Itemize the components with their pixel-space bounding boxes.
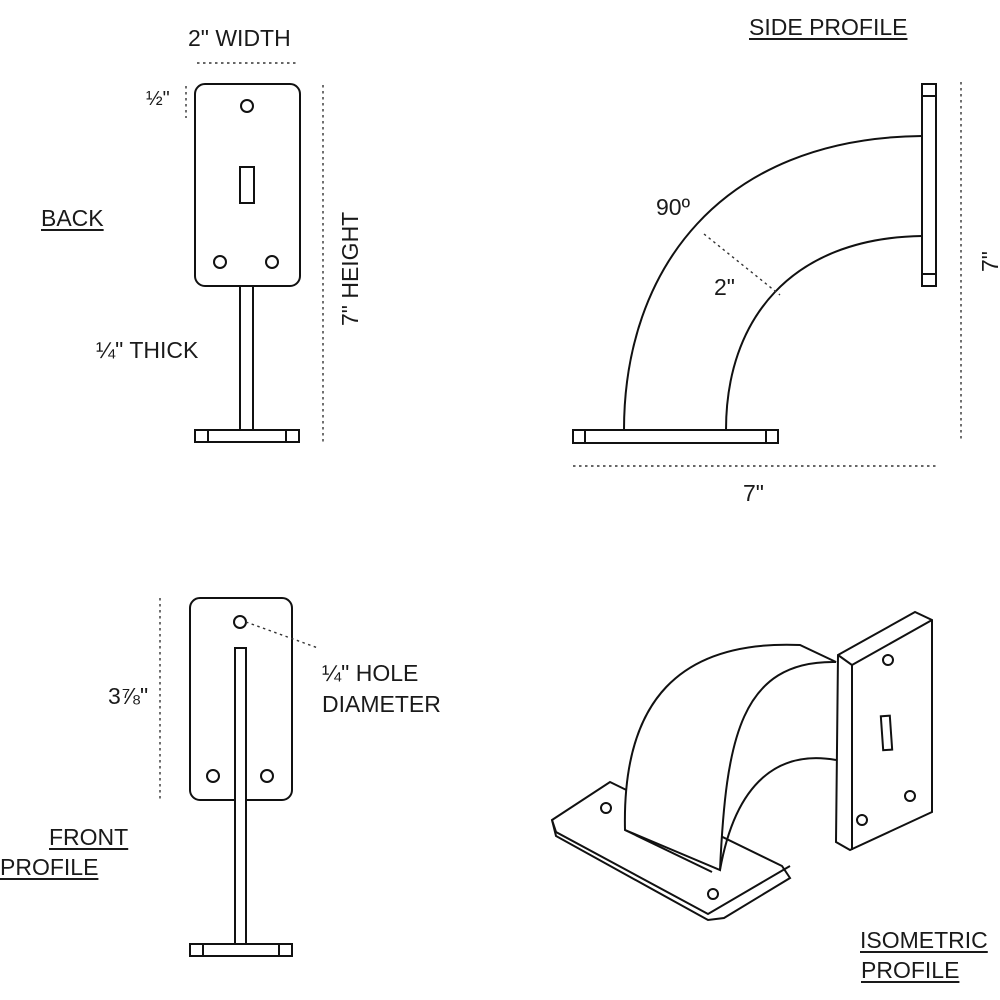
back-plate (194, 83, 301, 287)
side-wall-plate (921, 83, 937, 287)
side-view (572, 82, 962, 467)
iso-arm-bottom-edge (624, 829, 713, 873)
back-view (185, 62, 324, 443)
front-view-title-line2: PROFILE (0, 854, 99, 880)
arm-inner-curve (725, 235, 923, 431)
hole-right (265, 255, 279, 269)
hole-label-line2: DIAMETER (322, 691, 441, 717)
front-hole-left (206, 769, 220, 783)
back-view-title: BACK (41, 205, 104, 231)
iso-view-title-line2: PROFILE (861, 957, 960, 983)
iso-arm (623, 643, 837, 872)
iso-arm-inner-edge (719, 757, 837, 871)
iso-wall-hole-right (904, 790, 916, 802)
side-view-title: SIDE PROFILE (749, 14, 908, 40)
iso-view-title-line1: ISOMETRIC (860, 927, 988, 953)
width-label: 2" WIDTH (188, 25, 291, 51)
iso-base-plate-top-edge (551, 819, 791, 916)
front-view (159, 597, 319, 957)
hole-left (213, 255, 227, 269)
arm-outer-curve (623, 135, 923, 431)
iso-base-hole-2 (707, 888, 719, 900)
front-base-plate (189, 943, 293, 957)
hole-leader-line (245, 621, 319, 649)
base-plate (194, 429, 300, 443)
center-slot (239, 166, 255, 204)
front-stem (234, 647, 247, 945)
iso-wall-plate-top-edge (851, 619, 933, 666)
front-dim-label: 3⅞" (108, 683, 149, 709)
front-view-title-line1: FRONT (49, 824, 129, 850)
side-base-plate (572, 429, 779, 444)
band-dim-line (703, 233, 781, 296)
iso-wall-slot (879, 714, 894, 752)
band-width-label: 2" (714, 274, 735, 300)
iso-base-hole-1 (600, 802, 612, 814)
angle-label: 90º (656, 194, 690, 220)
isometric-view (550, 610, 933, 922)
side-height-label: 7" (977, 251, 1000, 272)
iso-wall-hole-top (882, 654, 894, 666)
bracket-stem (239, 285, 254, 431)
half-inch-label: ½" (146, 88, 170, 110)
hole-label-line1: ¼" HOLE (322, 660, 419, 686)
height-label: 7" HEIGHT (337, 211, 363, 326)
hole-top (240, 99, 254, 113)
iso-wall-hole-left (856, 814, 868, 826)
thick-label: ¼" THICK (96, 337, 199, 363)
front-hole-right (260, 769, 274, 783)
side-width-label: 7" (743, 480, 764, 506)
